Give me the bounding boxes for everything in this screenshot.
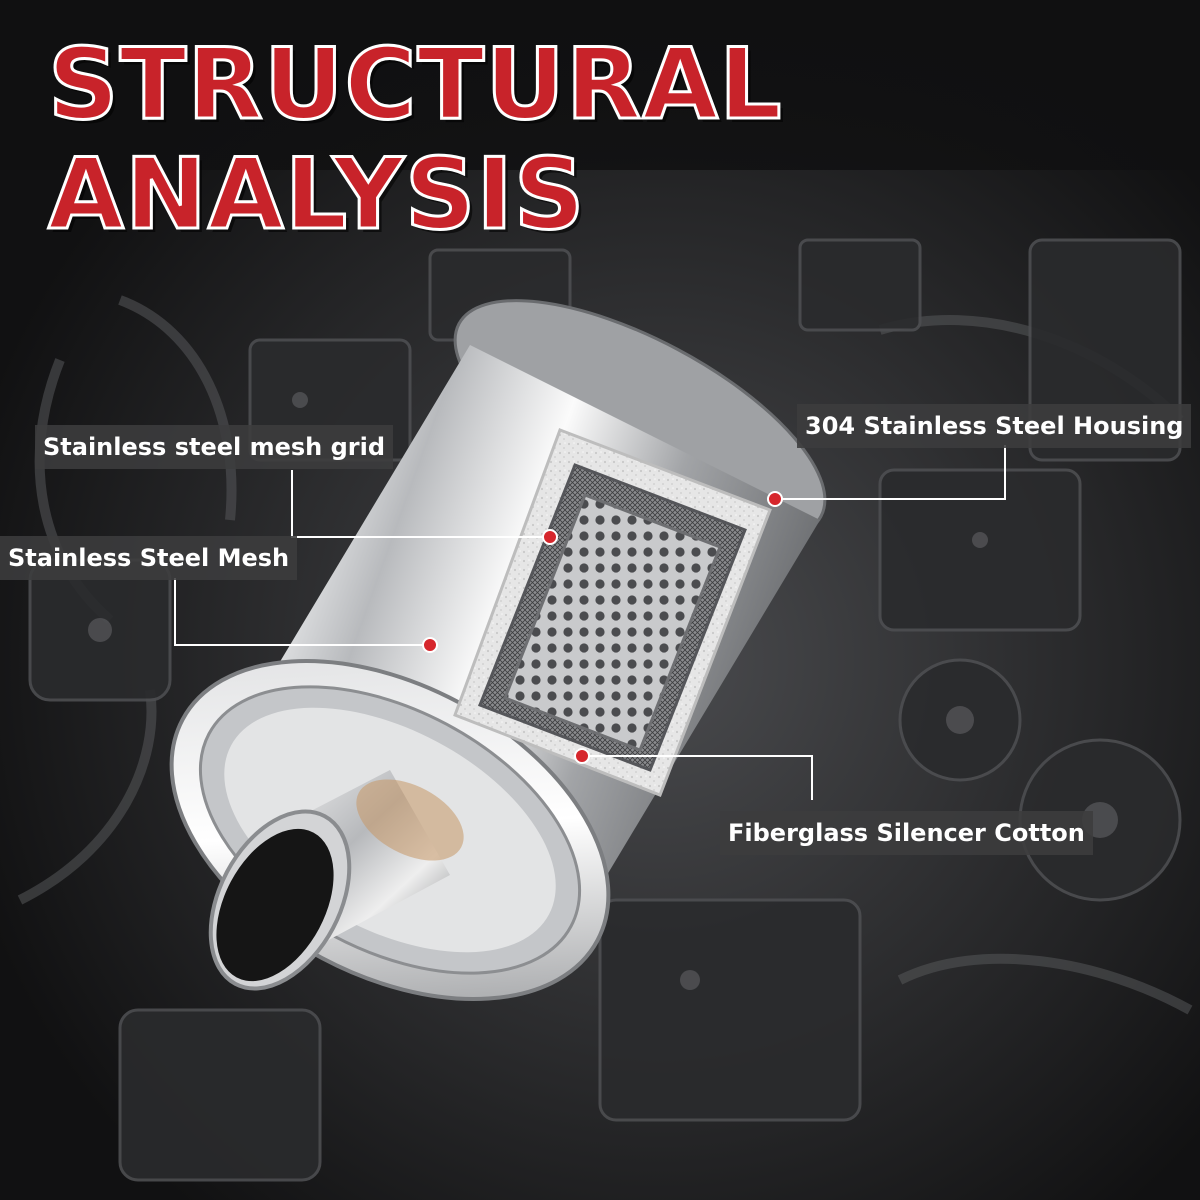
connector-mesh [174, 578, 430, 646]
marker-housing [767, 491, 783, 507]
connector-cotton [582, 755, 813, 800]
callout-cotton: Fiberglass Silencer Cotton [720, 811, 1093, 855]
callout-mesh: Stainless Steel Mesh [0, 536, 298, 580]
callout-housing: 304 Stainless Steel Housing [797, 404, 1192, 448]
connector-housing [775, 445, 1006, 500]
callout-mesh-grid: Stainless steel mesh grid [35, 425, 394, 469]
headline-line-2: ANALYSIS [46, 138, 586, 252]
marker-cotton [574, 748, 590, 764]
marker-mesh-grid [542, 529, 558, 545]
connector-mesh-grid [291, 470, 550, 538]
headline-line-1: STRUCTURAL [47, 28, 784, 142]
header-band [0, 0, 1200, 170]
marker-mesh [422, 637, 438, 653]
